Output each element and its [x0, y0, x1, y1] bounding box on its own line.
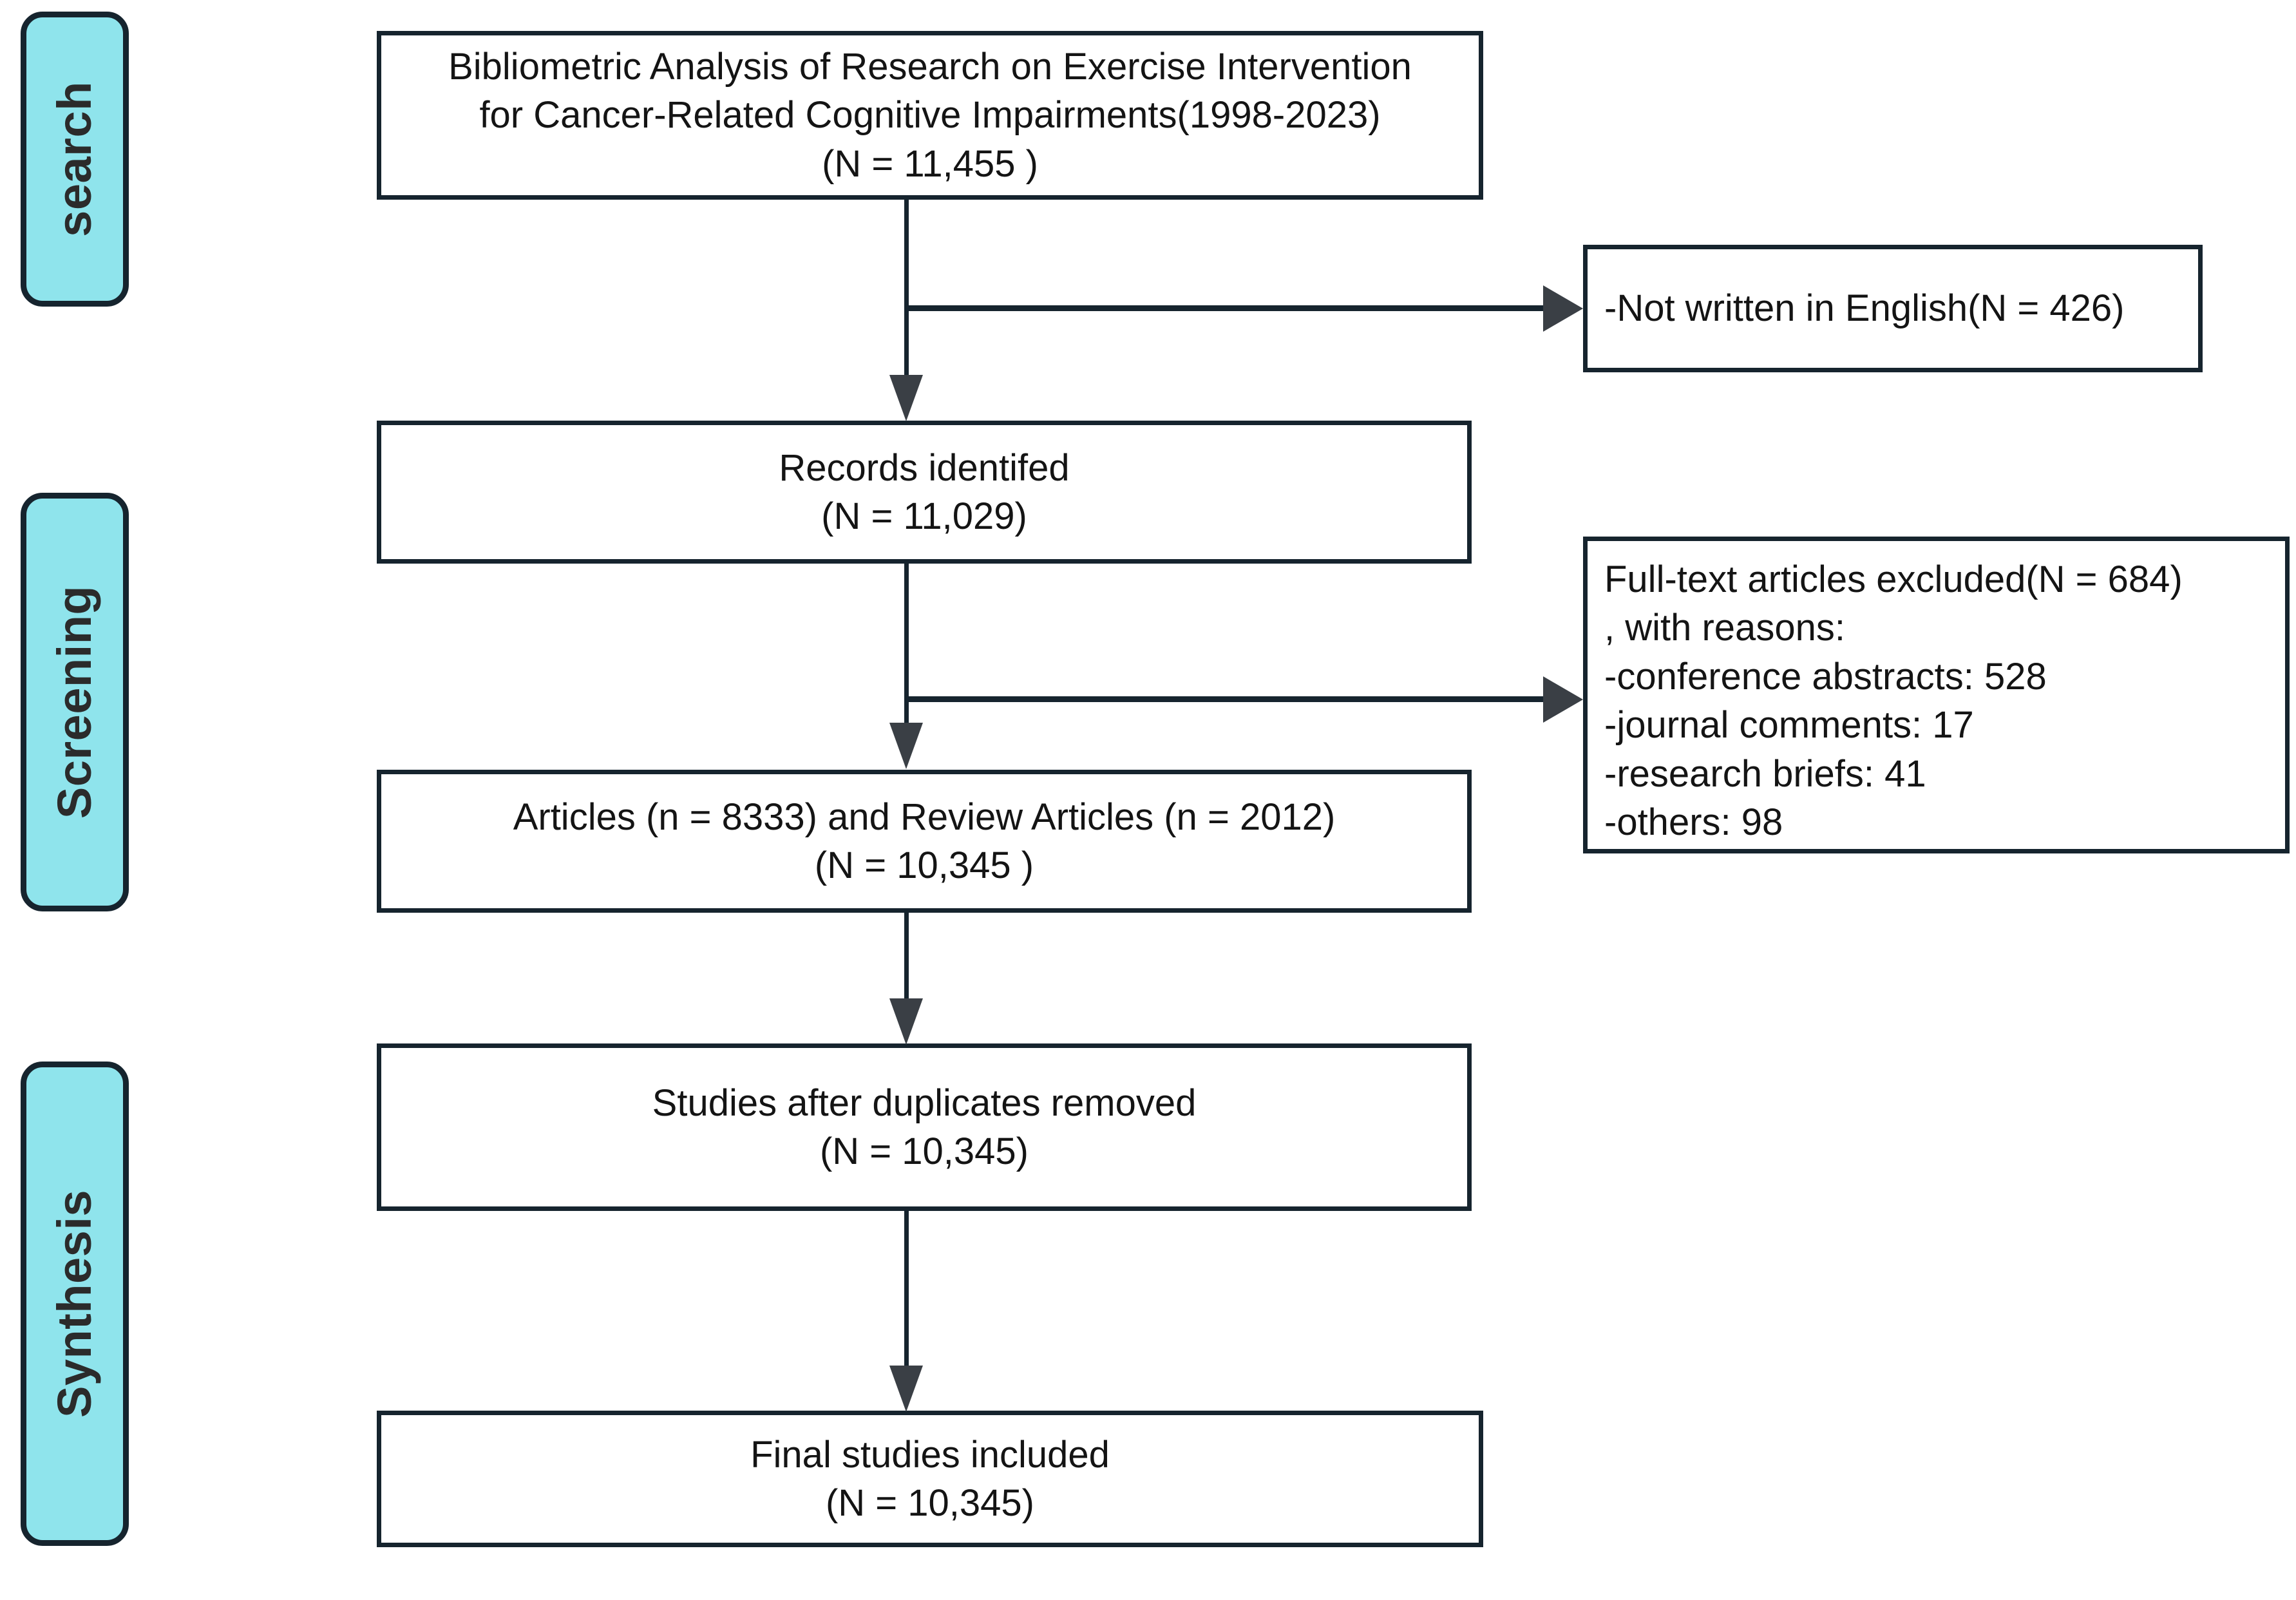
box-excluded-not-english: -Not written in English(N = 426): [1583, 245, 2203, 372]
connector-articles-to-duplicates: [904, 913, 909, 1027]
phase-tab-search-label: search: [48, 81, 101, 237]
connector-title-to-records: [904, 200, 909, 380]
phase-tab-synthesis-label: Synthesis: [48, 1189, 101, 1418]
box-excluded-full-text: Full-text articles excluded(N = 684) , w…: [1583, 537, 2290, 853]
box-articles-and-reviews-text: Articles (n = 8333) and Review Articles …: [513, 795, 1336, 886]
connector-branch-not-english: [904, 305, 1544, 311]
arrowhead-title-to-records: [889, 375, 923, 421]
arrowhead-duplicates-to-final: [889, 1366, 923, 1412]
phase-tab-synthesis: Synthesis: [21, 1062, 129, 1546]
phase-tab-screening: Screening: [21, 493, 129, 911]
arrowhead-records-to-articles: [889, 723, 923, 769]
box-final-included-text: Final studies included (N = 10,345): [750, 1433, 1110, 1524]
box-title-identification-text: Bibliometric Analysis of Research on Exe…: [448, 45, 1412, 185]
box-excluded-full-text-text: Full-text articles excluded(N = 684) , w…: [1604, 558, 2183, 843]
box-duplicates-removed: Studies after duplicates removed (N = 10…: [377, 1043, 1472, 1211]
box-title-identification: Bibliometric Analysis of Research on Exe…: [377, 31, 1483, 200]
arrowhead-branch-full-text-excluded: [1543, 676, 1583, 723]
arrowhead-branch-not-english: [1543, 285, 1583, 332]
box-records-identified-text: Records identifed (N = 11,029): [779, 446, 1070, 537]
box-duplicates-removed-text: Studies after duplicates removed (N = 10…: [652, 1081, 1197, 1172]
arrowhead-articles-to-duplicates: [889, 998, 923, 1045]
phase-tab-search: search: [21, 12, 129, 307]
box-final-included: Final studies included (N = 10,345): [377, 1411, 1483, 1547]
box-records-identified: Records identifed (N = 11,029): [377, 421, 1472, 564]
phase-tab-screening-label: Screening: [48, 585, 102, 819]
connector-branch-full-text-excluded: [904, 696, 1544, 702]
connector-duplicates-to-final: [904, 1211, 909, 1371]
box-excluded-not-english-text: -Not written in English(N = 426): [1604, 287, 2125, 330]
connector-records-to-articles: [904, 564, 909, 725]
box-articles-and-reviews: Articles (n = 8333) and Review Articles …: [377, 770, 1472, 913]
